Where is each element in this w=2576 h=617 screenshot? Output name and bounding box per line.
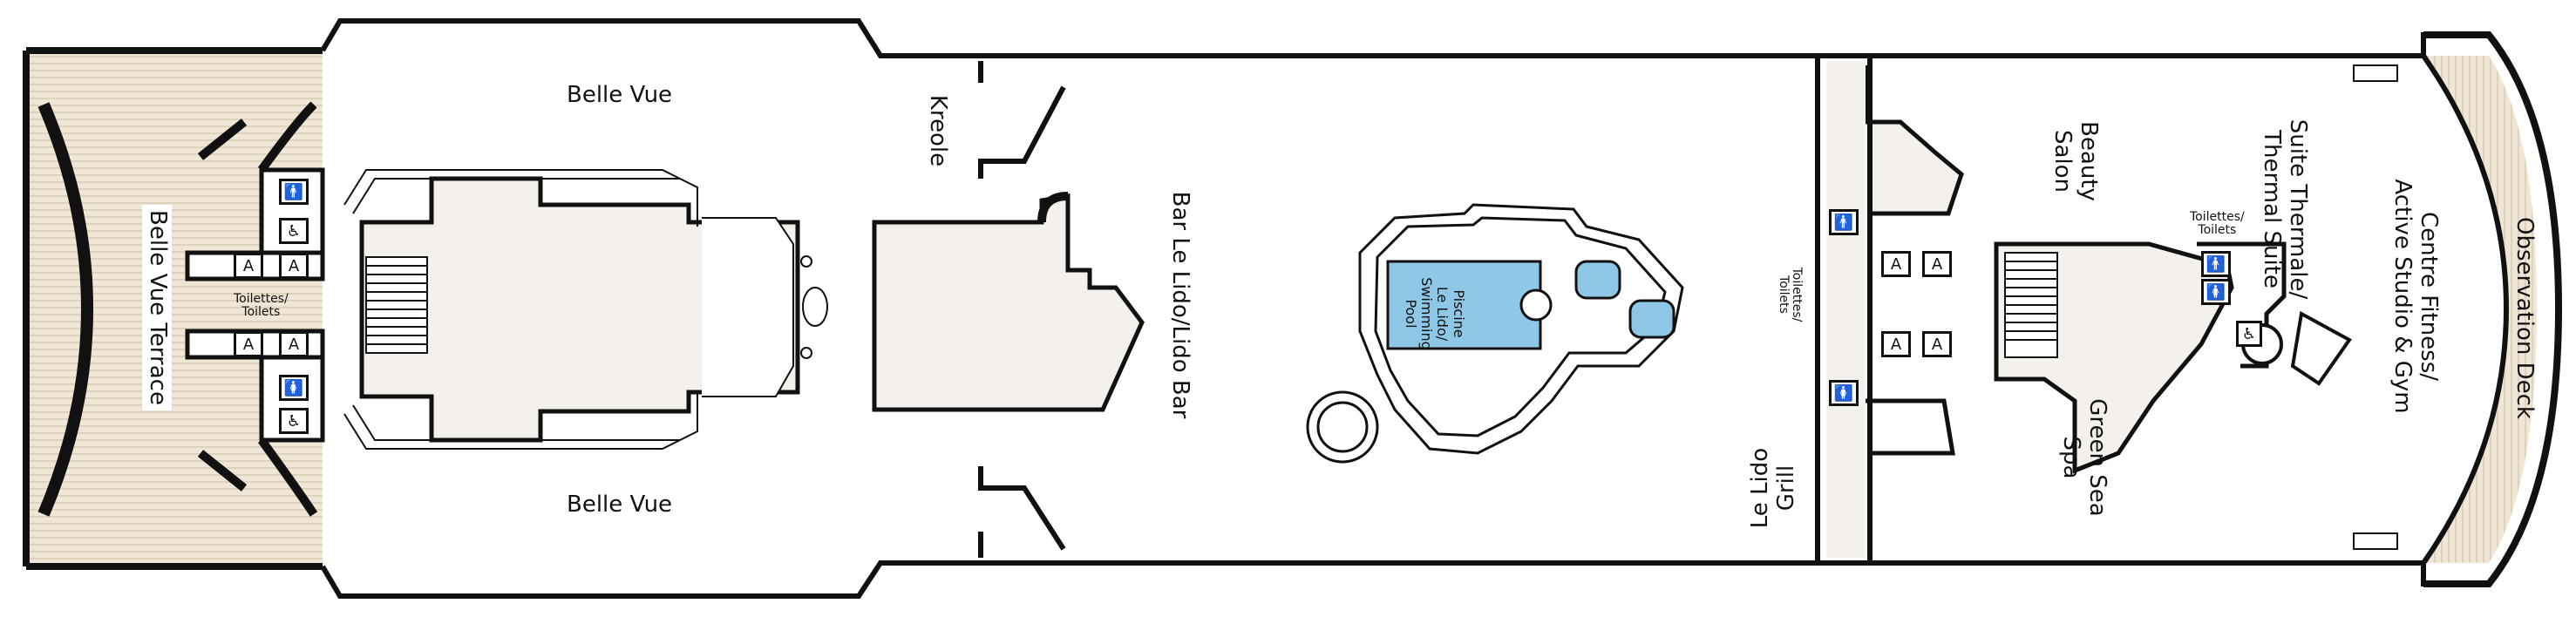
toilets-center-text: Toilettes/ Toilets <box>1777 267 1805 322</box>
women-icon-mid: 🚺 <box>1829 380 1859 406</box>
green-sea-spa-label: Green Sea Spa <box>2053 398 2114 516</box>
belle-vue-bottom-label: Belle Vue <box>567 492 673 518</box>
aft-stair-right <box>702 217 828 397</box>
pool-label: Piscine Le Lido/ Swimming Pool <box>1382 270 1486 357</box>
centre-fitness-text: Centre Fitness/ Active Studio & Gym <box>2389 179 2442 414</box>
beauty-salon-text: Beauty Salon <box>2049 121 2102 201</box>
women-icon-spa: 🚺 <box>2201 279 2231 305</box>
kreole-wall-top <box>978 61 1066 179</box>
le-lido-grill-label: Le Lido Grill <box>1739 436 1809 540</box>
kreole-text: Kreole <box>924 94 951 167</box>
elevator-aft-2: A <box>279 253 309 279</box>
le-lido-grill-text: Le Lido Grill <box>1747 447 1799 529</box>
belle-vue-terrace-text: Belle Vue Terrace <box>142 205 172 410</box>
aft-curve-wall <box>37 102 93 517</box>
belle-vue-top-label: Belle Vue <box>567 82 673 108</box>
kreole-label: Kreole <box>920 87 955 174</box>
observation-deck-text: Observation Deck <box>2511 217 2538 419</box>
accessible-icon: ♿ <box>279 218 309 244</box>
toilets-center-label: Toilettes/ Toilets <box>1772 264 1807 325</box>
bar-le-lido-label: Bar Le Lido/Lido Bar <box>1162 174 1197 436</box>
toilets-left-label: Toilettes/ Toilets <box>234 292 289 320</box>
pool-text: Piscine Le Lido/ Swimming Pool <box>1402 277 1467 350</box>
fitness-inner-wall <box>2288 53 2510 566</box>
elevator-mid-4: A <box>1922 331 1952 357</box>
grill-wall <box>1866 398 1955 456</box>
elevator-aft-4: A <box>279 331 309 357</box>
men-icon-spa: 🚹 <box>2201 251 2231 277</box>
bar-le-lido-text: Bar Le Lido/Lido Bar <box>1166 191 1193 419</box>
jacuzzis <box>1574 260 1675 339</box>
belle-vue-terrace-deck <box>26 51 323 566</box>
centre-fitness-label: Centre Fitness/ Active Studio & Gym <box>2380 179 2450 413</box>
elevator-mid-1: A <box>1881 251 1911 277</box>
suite-thermale-label: Suite Thermale/ Thermal Suite <box>2249 119 2319 300</box>
aft-hull-outline <box>23 47 323 570</box>
kreole-wall-bottom <box>978 466 1066 558</box>
men-icon: 🚹 <box>279 179 309 205</box>
belle-vue-terrace-label: Belle Vue Terrace <box>139 186 174 430</box>
men-icon-mid: 🚹 <box>1829 209 1859 235</box>
women-icon: 🚺 <box>279 375 309 401</box>
beauty-salon-label: Beauty Salon <box>2044 118 2105 205</box>
observation-deck-label: Observation Deck <box>2506 214 2541 423</box>
elevator-mid-3: A <box>1881 331 1911 357</box>
suite-thermale-text: Suite Thermale/ Thermal Suite <box>2259 119 2311 300</box>
toilets-right-label: Toilettes/ Toilets <box>2190 210 2245 238</box>
spa-stairs <box>2004 252 2058 358</box>
elevator-mid-2: A <box>1922 251 1952 277</box>
thermal-suite-wall <box>2197 241 2287 369</box>
aft-stairs <box>365 256 428 354</box>
accessible-icon-spa: ♿ <box>2236 321 2262 347</box>
accessible-icon-2: ♿ <box>279 408 309 434</box>
green-sea-spa-text: Green Sea Spa <box>2058 398 2110 517</box>
elevator-aft-1: A <box>234 253 263 279</box>
elevator-aft-3: A <box>234 331 263 357</box>
